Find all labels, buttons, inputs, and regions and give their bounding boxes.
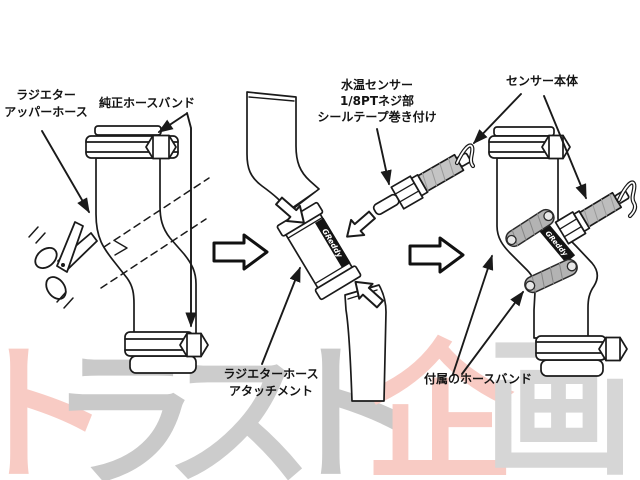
upper-cut-hose — [246, 91, 320, 213]
assembled-hose: GReddy — [488, 126, 638, 377]
installed-sensor-wire — [616, 180, 638, 219]
label-radiator-hose-attachment: ラジエターホース アタッチメント — [223, 367, 319, 398]
insert-arrow-upper — [275, 196, 305, 224]
cut-width-mark — [114, 240, 128, 256]
callout-arrows — [41, 93, 587, 375]
label-sensor-body: センサー本体 — [506, 74, 579, 88]
step-arrow-2 — [408, 236, 465, 274]
label-radiator-upper-hose: ラジエター アッパーホース — [4, 88, 88, 119]
insert-arrow-lower — [354, 280, 385, 309]
stock-clamp-top-right — [488, 134, 571, 160]
stock-clamp-top-left — [85, 134, 179, 160]
arrow-supplied-band-lower — [461, 290, 524, 375]
arrow-attachment — [261, 266, 301, 365]
left-original-hose — [28, 125, 210, 374]
arrow-sensor-body-right — [543, 95, 587, 200]
arrow-stock-band-top — [157, 113, 187, 133]
water-temp-sensor — [372, 152, 472, 216]
stock-clamp-bottom-left — [124, 331, 209, 374]
arrow-radiator-hose — [41, 130, 90, 214]
arrow-sensor-body-left — [472, 93, 522, 145]
watermark-char: 企 — [364, 325, 515, 480]
label-included-hose-band: 付属のホースバンド — [424, 372, 533, 386]
label-water-temp-sensor: 水温センサー 1/8PTネジ部 シールテープ巻き付け — [317, 78, 437, 124]
sensor-wire — [454, 143, 476, 169]
watermark-char: ト — [274, 327, 425, 480]
installed-sensor — [554, 189, 630, 245]
arrow-supplied-band-upper — [452, 254, 494, 375]
middle-assembly: GReddy — [246, 91, 476, 402]
step-arrow-1 — [212, 233, 269, 271]
arrow-stock-band-bottom — [185, 112, 197, 328]
scissors-icon — [28, 221, 98, 309]
watermark-char: ト — [0, 327, 113, 480]
supplied-hose-band-upper — [505, 208, 555, 248]
label-stock-hose-band: 純正ホースバンド — [99, 96, 196, 110]
insert-arrow-sensor — [346, 210, 376, 238]
supplied-hose-band-lower — [524, 258, 578, 294]
cut-lines-dashed — [100, 177, 210, 289]
arrow-water-temp-sensor — [376, 128, 392, 186]
stock-clamp-bottom-right — [535, 335, 628, 377]
